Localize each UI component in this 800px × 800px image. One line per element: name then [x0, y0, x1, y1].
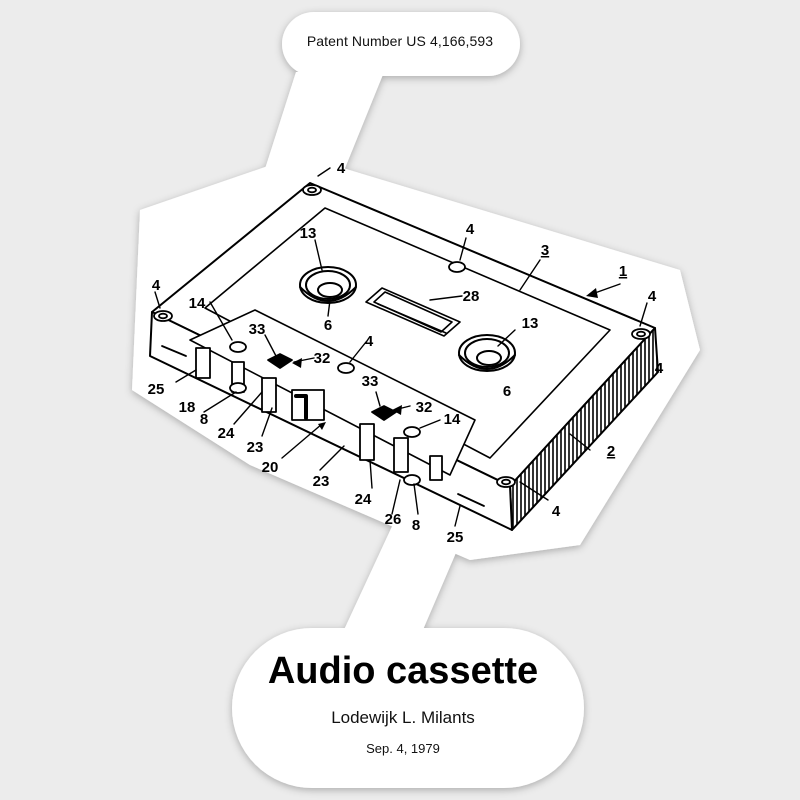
- inventor-name: Lodewijk L. Milants: [331, 708, 475, 727]
- label-6: 6: [324, 317, 332, 334]
- tape-window: [365, 287, 461, 337]
- leader-lines: [154, 167, 648, 527]
- label-4: 4: [152, 277, 161, 294]
- label-4: 4: [466, 221, 475, 238]
- label-25: 25: [447, 529, 464, 546]
- label-14: 14: [444, 411, 461, 428]
- label-6: 6: [503, 383, 511, 400]
- label-8: 8: [412, 517, 420, 534]
- arrowheads: [292, 288, 598, 430]
- sticker-title: Audio cassette: [267, 650, 539, 692]
- label-33: 33: [249, 321, 266, 338]
- patent-number: Patent Number US 4,166,593: [306, 33, 494, 49]
- cassette-drawing: [149, 167, 659, 531]
- label-2: 2: [607, 443, 615, 460]
- corner-screws: [153, 184, 651, 488]
- label-8: 8: [200, 411, 208, 428]
- label-13: 13: [300, 225, 317, 242]
- label-24: 24: [355, 491, 372, 508]
- patent-date: Sep. 4, 1979: [366, 741, 440, 756]
- label-14: 14: [189, 295, 206, 312]
- label-25: 25: [148, 381, 165, 398]
- label-4: 4: [552, 503, 561, 520]
- label-28: 28: [463, 288, 480, 305]
- label-3: 3: [541, 242, 549, 259]
- reel-left: [299, 266, 357, 304]
- label-4: 4: [337, 160, 346, 177]
- label-20: 20: [262, 459, 279, 476]
- label-18: 18: [179, 399, 196, 416]
- label-32: 32: [314, 350, 331, 367]
- reel-right: [458, 334, 516, 372]
- label-4: 4: [365, 333, 374, 350]
- label-4: 4: [648, 288, 657, 305]
- label-33: 33: [362, 373, 379, 390]
- label-32: 32: [416, 399, 433, 416]
- reference-numerals: 4 4 3 1 4 13 4 28 13 14 6 33 32 4 4 25 6…: [148, 160, 664, 546]
- label-23: 23: [247, 439, 264, 456]
- label-13: 13: [522, 315, 539, 332]
- head-slots: [161, 341, 485, 507]
- label-24: 24: [218, 425, 235, 442]
- label-26: 26: [385, 511, 402, 528]
- label-4: 4: [655, 360, 664, 377]
- label-23: 23: [313, 473, 330, 490]
- label-1: 1: [619, 263, 627, 280]
